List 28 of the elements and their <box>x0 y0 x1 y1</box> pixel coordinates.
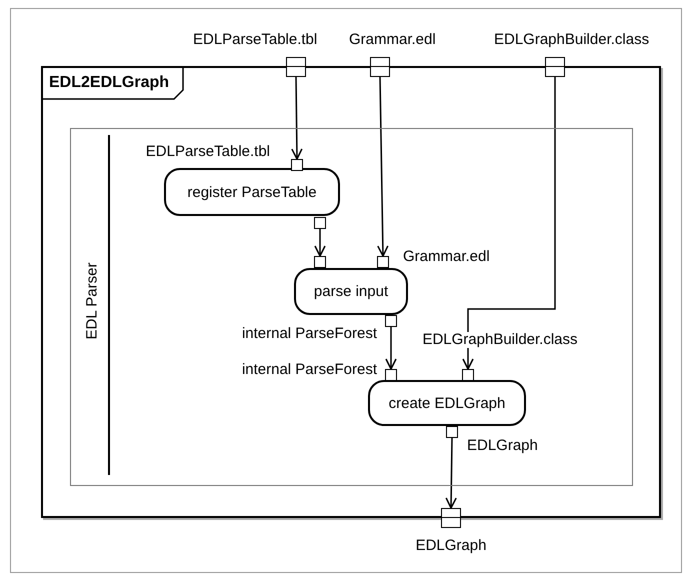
arrow <box>445 438 457 509</box>
pin <box>314 217 326 229</box>
pin <box>385 315 397 327</box>
parameter-pin <box>441 508 461 528</box>
pin <box>291 159 303 171</box>
pin <box>462 369 474 381</box>
pin <box>314 256 326 268</box>
arrow <box>462 77 556 370</box>
pin <box>377 256 389 268</box>
parameter-pin <box>370 57 390 77</box>
pin <box>385 369 397 381</box>
pin-label: EDLGraph <box>467 438 538 454</box>
parameter-pin <box>545 57 565 77</box>
activity-frame <box>41 66 661 518</box>
partition-label: EDL Parser <box>84 262 100 340</box>
arrow <box>291 76 303 160</box>
action-box: register ParseTable <box>164 168 340 216</box>
pin-label: EDLGraphBuilder.class <box>494 32 650 48</box>
arrow <box>385 327 397 370</box>
arrow <box>377 76 389 257</box>
arrow <box>314 229 326 257</box>
partition-frame <box>70 128 633 486</box>
parameter-pin <box>286 57 306 77</box>
action-box: create EDLGraph <box>368 380 526 426</box>
pin <box>446 426 458 438</box>
action-box: parse input <box>294 268 408 315</box>
pin-label: EDLGraph <box>416 538 486 554</box>
pin-label: EDLGraphBuilder.class <box>422 332 578 348</box>
